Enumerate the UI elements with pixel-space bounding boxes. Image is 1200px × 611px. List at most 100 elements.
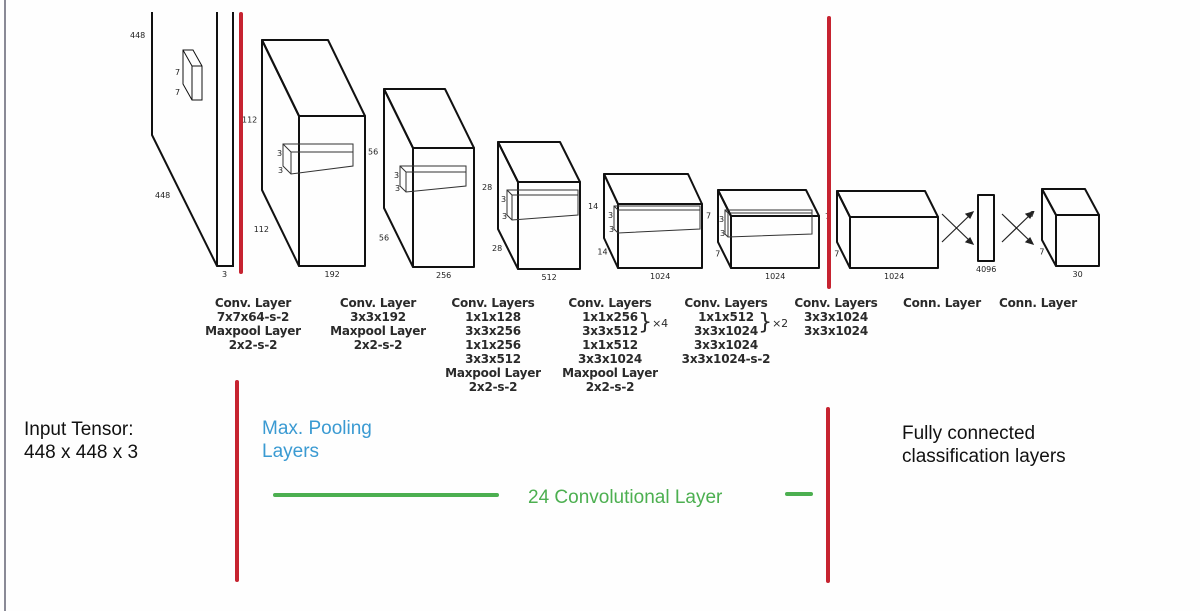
input-kernel-label-a: 7 — [175, 68, 180, 77]
volume-v3-kernel-edge — [506, 189, 513, 196]
max-pooling-note: Max. Pooling Layers — [262, 417, 372, 463]
volume-v1-kernel-label: 3 — [277, 149, 282, 158]
fully-connected-note: Fully connected classification layers — [902, 422, 1066, 468]
fully-connected-line: classification layers — [902, 446, 1066, 467]
layer-block-4-line: 3x3x1024 — [578, 352, 642, 366]
layer-block-4-repeat-group: 1x1x256 3x3x512 } ×4 — [582, 310, 668, 338]
fc-layer-rect — [977, 194, 995, 262]
input-depth-label: 448 — [155, 191, 170, 200]
volume-v1-top-face — [261, 39, 366, 117]
volume-v4-kernel-label: 3 — [609, 225, 614, 234]
layer-block-2-line: 2x2-s-2 — [353, 338, 403, 352]
volume-v5-height-label: 7 — [706, 212, 711, 221]
volume-v6-top-face — [836, 190, 939, 218]
brace-icon: } — [758, 310, 772, 335]
layer-block-3-line: 3x3x256 — [465, 324, 521, 338]
input-tensor-line: 448 x 448 x 3 — [24, 442, 139, 463]
layer-block-2-line: Conv. Layer — [339, 296, 417, 310]
layer-block-3-line: 2x2-s-2 — [468, 380, 518, 394]
layer-block-5-repeat-line: 1x1x512 — [698, 310, 754, 324]
layer-block-1-line: 2x2-s-2 — [228, 338, 278, 352]
volume-v4-width-label: 1024 — [650, 272, 670, 281]
input-height-label: 448 — [130, 31, 145, 40]
layer-block-1-line: 7x7x64-s-2 — [216, 310, 290, 324]
connector-cross-2 — [1001, 211, 1035, 245]
layer-block-6-line: 3x3x1024 — [804, 324, 868, 338]
layer-block-4-repeat-line: 3x3x512 — [582, 324, 638, 338]
layer-block-5-repeat-count: ×2 — [772, 317, 788, 330]
volume-v5-kernel-label: 3 — [720, 229, 725, 238]
volume-v3-kernel-label: 3 — [501, 195, 506, 204]
volume-v3-front-face — [517, 181, 581, 270]
layer-block-2-line: Maxpool Layer — [330, 324, 426, 338]
layer-block-4-repeat-count: ×4 — [652, 317, 668, 330]
volume-v4-kernel-edge — [613, 205, 619, 211]
volume-v5-kernel-outline — [724, 209, 813, 238]
conv-range-note: 24 Convolutional Layer — [528, 487, 723, 508]
volume-out-height-label: 7 — [1030, 210, 1035, 219]
layer-block-3: Conv. Layers 1x1x128 3x3x256 1x1x256 3x3… — [438, 296, 548, 394]
volume-v2-depth-label: 56 — [379, 233, 389, 242]
volume-v2-kernel-label: 3 — [394, 171, 399, 180]
volume-v3-height-label: 28 — [482, 183, 492, 192]
input-kernel-label-b: 7 — [175, 88, 180, 97]
layer-block-4-title: Conv. Layers — [568, 296, 652, 310]
volume-v5-width-label: 1024 — [765, 272, 785, 281]
layer-block-3-line: 1x1x256 — [465, 338, 521, 352]
volume-v4-kernel-outline — [613, 205, 701, 234]
volume-v1-kernel-edge — [282, 143, 292, 153]
volume-v5-kernel-edge — [724, 209, 729, 214]
max-pooling-line: Layers — [262, 441, 320, 462]
layer-block-5-repeat-line: 3x3x1024 — [694, 324, 758, 338]
input-layer — [151, 12, 234, 267]
input-tensor-line: Input Tensor: — [24, 419, 134, 440]
volume-v3-kernel-outline — [506, 189, 579, 221]
layer-block-4: Conv. Layers 1x1x256 3x3x512 } ×4 1x1x51… — [555, 296, 668, 394]
volume-v2-kernel-outline — [399, 165, 467, 193]
layer-block-4-line: Maxpool Layer — [562, 366, 658, 380]
fc-connectors — [941, 211, 1035, 245]
volume-group: 3319211211233256565633512282833102414143… — [242, 39, 1100, 282]
input-kernel — [182, 49, 203, 101]
layer-block-1: Conv. Layer 7x7x64-s-2 Maxpool Layer 2x2… — [198, 296, 308, 352]
layer-block-3-line: 3x3x512 — [465, 352, 521, 366]
input-tensor-note: Input Tensor: 448 x 448 x 3 — [24, 418, 138, 464]
volume-v5-front-face — [730, 215, 820, 269]
fully-connected-line: Fully connected — [902, 423, 1036, 444]
volume-v5-depth-label: 7 — [715, 249, 720, 258]
volume-v2-kernel-label: 3 — [395, 184, 400, 193]
volume-v4-kernel-label: 3 — [608, 211, 613, 220]
layer-block-1-line: Conv. Layer — [214, 296, 292, 310]
volume-v2-height-label: 56 — [368, 147, 378, 156]
layer-block-4-line: 1x1x512 — [582, 338, 638, 352]
layer-block-2-line: 3x3x192 — [350, 310, 406, 324]
volume-v2-front-face — [412, 147, 475, 268]
layer-block-3-line: Conv. Layers — [451, 296, 535, 310]
input-channel-label: 3 — [222, 270, 227, 279]
volume-v2-kernel-edge — [399, 165, 407, 173]
volume-v4-front-face — [617, 203, 703, 269]
volume-v1-depth-label: 112 — [254, 225, 269, 234]
left-window-border — [4, 0, 6, 611]
layer-block-5-line: 3x3x1024-s-2 — [681, 352, 771, 366]
volume-v1-height-label: 112 — [242, 116, 257, 125]
volume-v5-top-face — [717, 189, 820, 217]
layer-block-3-line: 1x1x128 — [465, 310, 521, 324]
volume-out-top-face — [1041, 188, 1100, 216]
volume-v5-kernel-label: 3 — [719, 215, 724, 224]
volume-v6-width-label: 1024 — [884, 272, 904, 281]
volume-v3-width-label: 512 — [542, 273, 557, 282]
layer-block-5-line: 3x3x1024 — [694, 338, 758, 352]
layer-block-6-line: 3x3x1024 — [804, 310, 868, 324]
volume-v3-depth-label: 28 — [492, 244, 502, 253]
layer-block-4-line: 2x2-s-2 — [585, 380, 635, 394]
layer-block-2: Conv. Layer 3x3x192 Maxpool Layer 2x2-s-… — [323, 296, 433, 352]
layer-block-6-line: Conv. Layers — [794, 296, 878, 310]
volume-v6-front-face — [849, 216, 939, 269]
volume-v4-top-face — [603, 173, 703, 205]
layer-block-5-repeat-group: 1x1x512 3x3x1024 } ×2 — [694, 310, 788, 338]
layer-block-1-line: Maxpool Layer — [205, 324, 301, 338]
volume-fc-width-label: 4096 — [976, 265, 996, 274]
dividers — [235, 12, 831, 583]
